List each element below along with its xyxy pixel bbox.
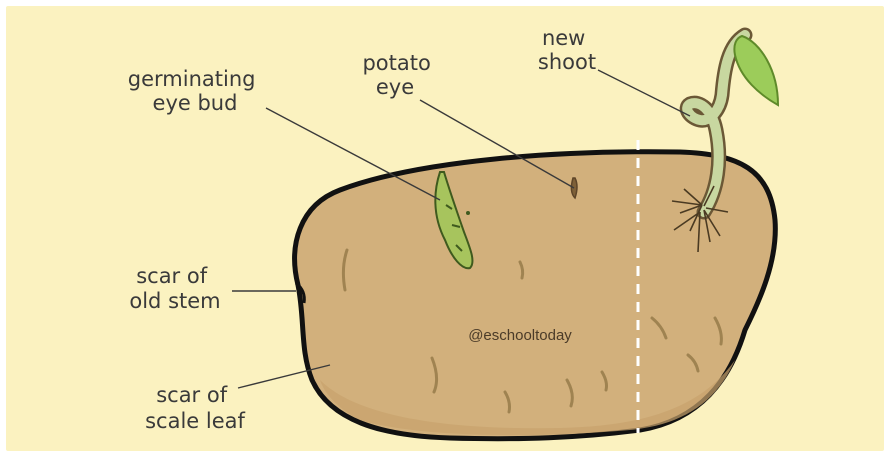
potato bbox=[295, 140, 776, 439]
label-scar-of-old-stem: scar of old stem bbox=[129, 264, 220, 313]
label-new-shoot: new shoot bbox=[538, 26, 596, 74]
watermark: @eschooltoday bbox=[468, 327, 572, 344]
potato-eye-mark bbox=[571, 178, 577, 198]
